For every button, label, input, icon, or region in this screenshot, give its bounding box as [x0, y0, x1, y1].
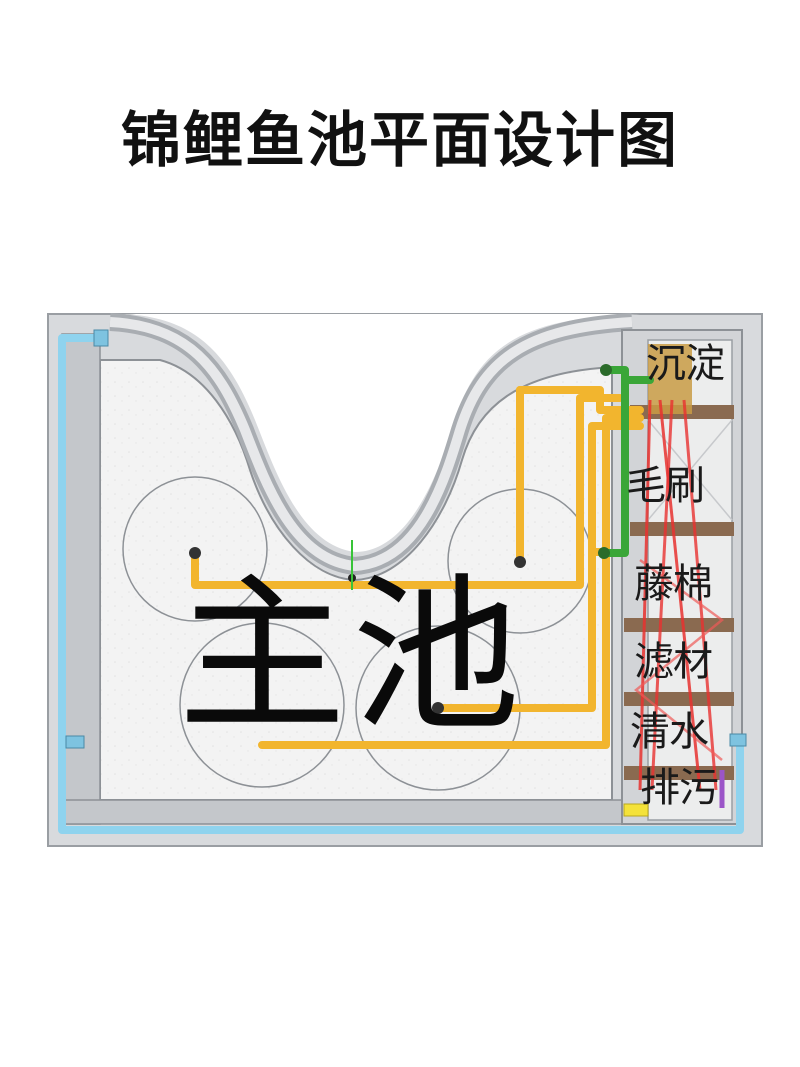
page-title: 锦鲤鱼池平面设计图 — [121, 106, 679, 176]
chamber-label-drain: 排污 — [640, 765, 719, 811]
red-flow-2 — [658, 399, 702, 791]
green-fitting-1 — [598, 547, 610, 559]
green-fitting-2 — [600, 364, 612, 376]
outlet-3 — [256, 702, 268, 714]
yellow-valve — [623, 803, 649, 817]
red-flow-4 — [682, 399, 718, 791]
yellow-pipes — [191, 386, 644, 749]
shelf-2 — [630, 522, 734, 536]
left-wall — [61, 333, 101, 825]
chamber-label-media: 滤材 — [634, 639, 713, 685]
outlet-4 — [432, 702, 444, 714]
bottom-wall — [61, 799, 623, 825]
shelf-3 — [624, 618, 734, 632]
blue-pipe — [58, 334, 744, 834]
top-cutout — [120, 314, 640, 552]
pool-circle-1 — [122, 476, 268, 622]
chamber-label-rattan: 藤棉 — [634, 561, 713, 607]
pool-floor — [99, 359, 613, 801]
blue-fitting-right — [729, 733, 747, 747]
red-flow-1 — [638, 399, 652, 791]
green-pipe — [600, 366, 654, 557]
curved-wall-inner — [109, 317, 633, 572]
red-flow-3 — [650, 399, 674, 791]
outlet-1 — [189, 547, 201, 559]
chamber-label-sedimentation: 沉淀 — [646, 341, 725, 387]
blue-fitting-top — [93, 329, 109, 347]
red-flow-5 — [634, 558, 725, 761]
pool-circle-3 — [179, 622, 345, 788]
blue-fitting-left — [65, 735, 85, 749]
outlet-2 — [514, 556, 526, 568]
chamber-label-clear-water: 清水 — [630, 709, 709, 755]
main-pool-label: 主池 — [178, 558, 526, 754]
chamber-label-brush: 毛刷 — [626, 463, 705, 509]
